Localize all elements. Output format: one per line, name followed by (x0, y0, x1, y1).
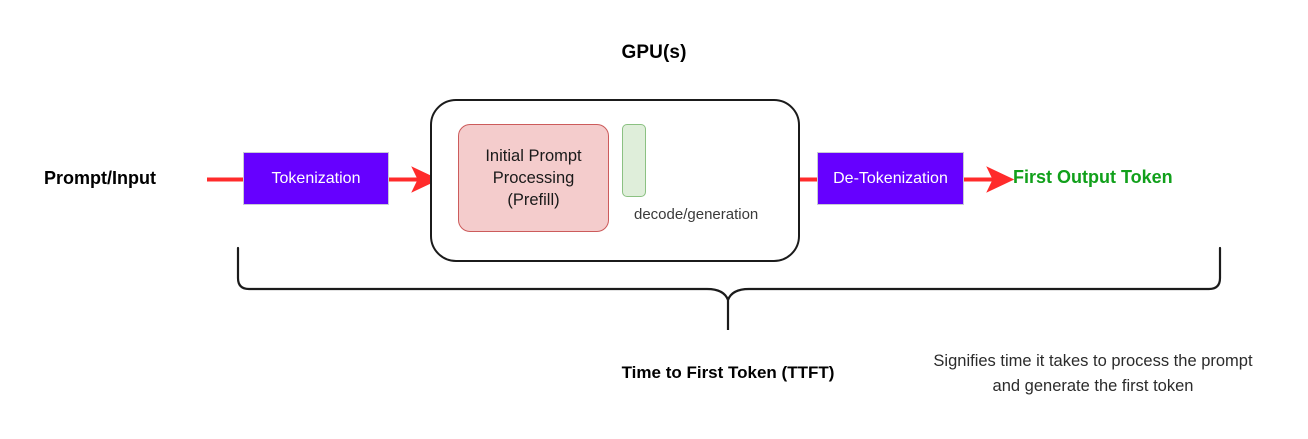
decode-generation-label: decode/generation (634, 206, 759, 223)
prefill-line-2: Processing (492, 169, 575, 187)
prefill-line-3: (Prefill) (507, 191, 560, 209)
prefill-box[interactable]: Initial Prompt Processing (Prefill) (458, 124, 609, 232)
prefill-line-1: Initial Prompt (485, 147, 582, 165)
prompt-input-label: Prompt/Input (44, 168, 156, 188)
tokenization-box[interactable]: Tokenization (243, 152, 389, 205)
decode-generation-bar[interactable] (622, 124, 646, 197)
ttft-label: Time to First Token (TTFT) (621, 363, 835, 382)
first-output-token-label: First Output Token (1013, 167, 1173, 187)
tokenization-box-label: Tokenization (271, 169, 361, 187)
detokenization-box[interactable]: De-Tokenization (817, 152, 964, 205)
gpu-title: GPU(s) (621, 42, 687, 63)
ttft-description: Signifies time it takes to process the p… (933, 352, 1253, 395)
detokenization-box-label: De-Tokenization (833, 169, 948, 187)
